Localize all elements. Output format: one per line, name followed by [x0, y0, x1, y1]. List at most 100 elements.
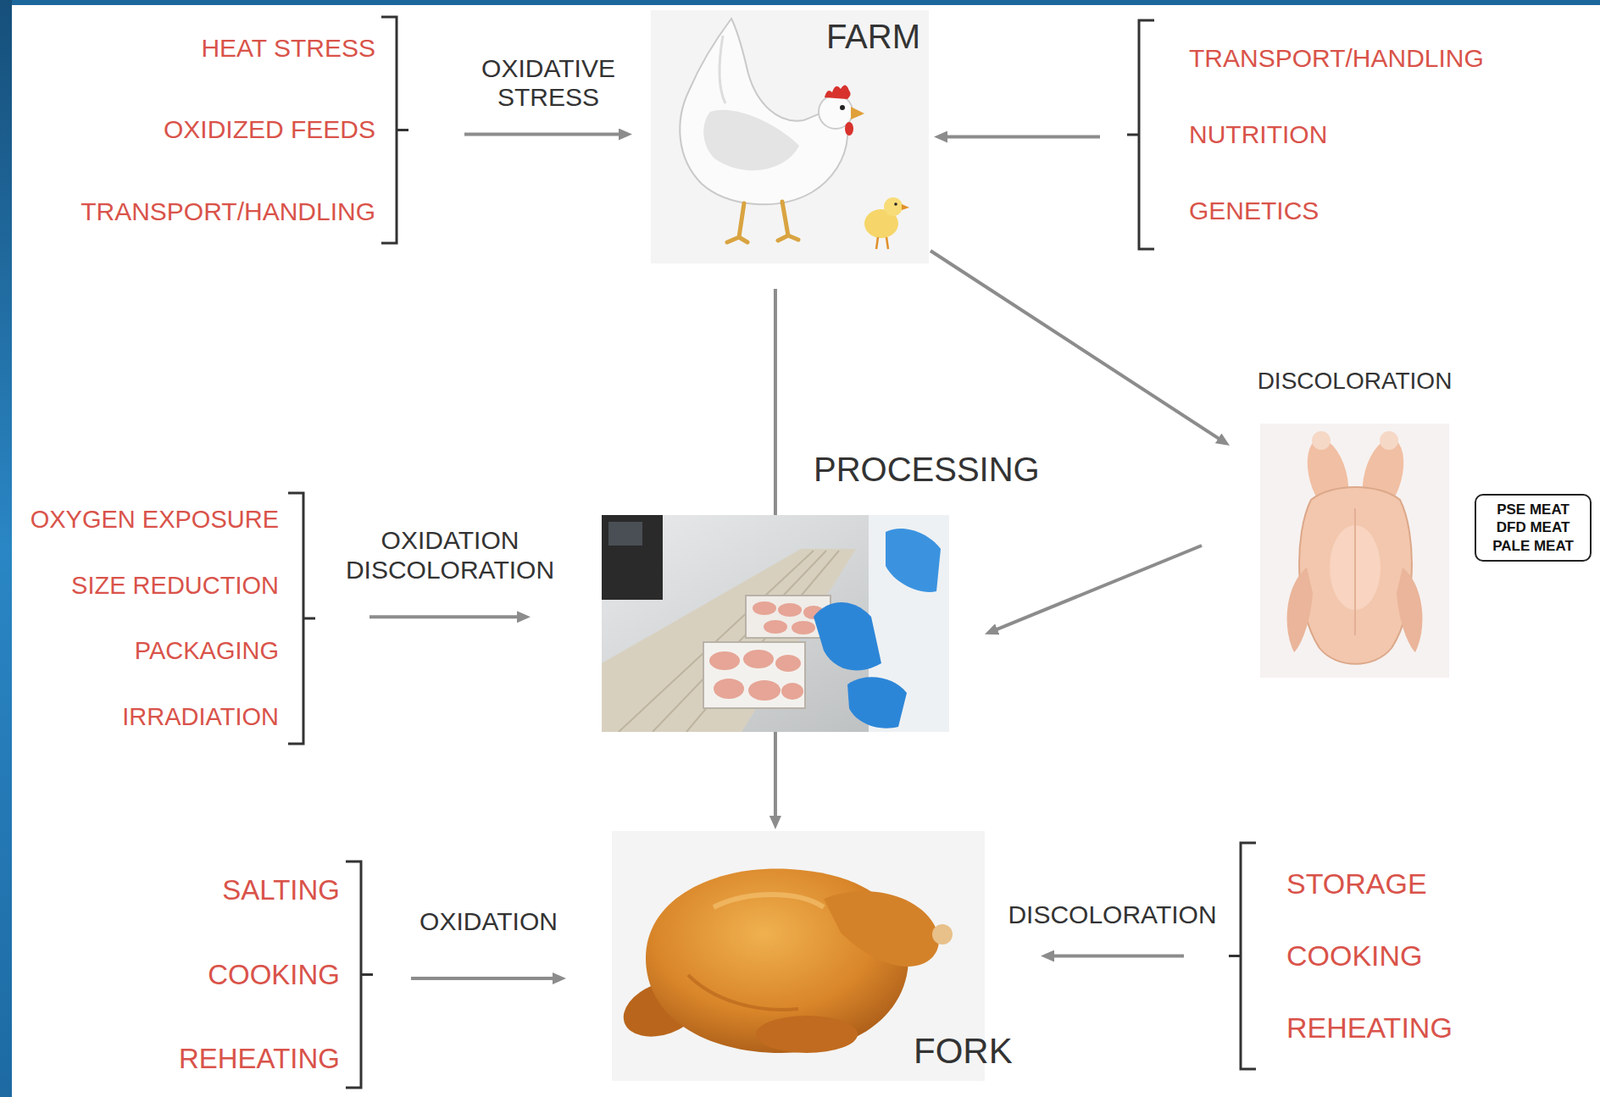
flow-arrow: [946, 135, 1100, 139]
processing-photo-part-part: [777, 603, 802, 617]
meat-type-box: PSE MEAT DFD MEAT PALE MEAT: [1474, 494, 1592, 562]
processing-photo: [601, 515, 950, 733]
processing-photo-part-part: [752, 601, 777, 616]
processing-photo-part-part: [775, 655, 801, 673]
hen-illustration-part: [703, 110, 800, 171]
raw-chicken-photo-part: [1379, 431, 1399, 450]
factor-text: OXIDIZED FEEDS: [163, 115, 376, 145]
meat-type-text: PSE MEAT DFD MEAT PALE MEAT: [1483, 500, 1584, 556]
bracket: [381, 15, 409, 245]
stage-heading: FORK: [913, 1031, 1013, 1073]
bracket-line: [381, 16, 409, 244]
bracket: [345, 860, 373, 1090]
raw-chicken-photo-part: [1396, 567, 1423, 653]
processing-photo-part-part: [652, 550, 827, 733]
raw-chicken-photo-part: [1311, 431, 1331, 450]
roast-chicken-photo-part: [932, 924, 953, 945]
bracket-line: [345, 861, 373, 1089]
fork-picture: FORK: [611, 831, 985, 1082]
bracket: [288, 491, 316, 746]
hen-illustration-part: [883, 197, 903, 217]
processing-photo-part: [601, 515, 950, 733]
processing-photo-part: [601, 549, 856, 733]
bracket-line: [1127, 20, 1155, 250]
factor-group: TRANSPORT/HANDLINGNUTRITIONGENETICS: [1127, 18, 1488, 251]
raw-chicken-photo-part: [1260, 423, 1450, 678]
discoloration-picture: DISCOLORATION: [1260, 423, 1450, 678]
raw-chicken-photo-part: [1287, 567, 1313, 653]
factor-text: COOKING: [207, 959, 340, 992]
processing-photo-part: [709, 650, 804, 701]
stage-heading-holder: DISCOLORATION: [1257, 367, 1453, 395]
hen-illustration-part: [901, 204, 910, 211]
processing-photo-part: [813, 602, 882, 671]
flow-arrow: [930, 250, 1219, 439]
factor-text: SIZE REDUCTION: [71, 572, 279, 600]
factor-text: REHEATING: [1286, 1011, 1453, 1045]
hen-illustration-part: [824, 84, 851, 100]
flow-arrow: [996, 545, 1202, 630]
edge-label: OXIDATION DISCOLORATION: [335, 526, 565, 585]
processing-photo-part-part: [686, 550, 839, 733]
stage-heading-holder: FORK: [913, 1031, 1013, 1073]
edge-label: DISCOLORATION: [994, 900, 1232, 931]
hen-illustration-part: [650, 10, 929, 264]
edge-label: OXIDATION: [404, 907, 574, 938]
factor-text: PACKAGING: [134, 637, 279, 666]
roast-chicken-photo-part: [755, 1016, 858, 1054]
processing-photo-part: [608, 522, 643, 546]
hen-illustration-part: [876, 237, 889, 250]
processing-photo-part-part: [781, 683, 804, 700]
hen-illustration-part: [839, 105, 845, 111]
stage-heading: PROCESSING: [813, 450, 1040, 489]
factor-group: OXYGEN EXPOSURE SIZE REDUCTION PACKAGING IR…: [26, 491, 316, 746]
factor-text: TRANSPORT/HANDLING: [1188, 44, 1484, 74]
roast-chicken-photo-part: [713, 894, 824, 908]
processing-photo-part-part: [713, 678, 745, 700]
roast-chicken-photo-part: [823, 891, 939, 967]
processing-photo-part-part: [791, 621, 816, 635]
slide-border-part: [0, 0, 1600, 6]
edge-label: OXIDATIVE STRESS: [463, 54, 634, 113]
processing-photo-part: [885, 528, 941, 593]
factor-text: OXYGEN EXPOSURE: [30, 505, 279, 534]
factor-text: IRRADIATION: [122, 703, 279, 732]
factor-text: SALTING: [222, 874, 340, 907]
hen-illustration-part: [844, 122, 854, 136]
hen-illustration-part: [719, 35, 726, 104]
raw-chicken-photo-part: [1299, 487, 1412, 665]
flow-arrow: [464, 133, 620, 137]
bracket: [1228, 841, 1256, 1072]
stage-heading: DISCOLORATION: [1257, 367, 1453, 395]
processing-photo-part: [752, 601, 824, 635]
processing-photo-part: [601, 515, 663, 600]
roast-chicken-photo-part: [688, 975, 799, 1011]
flow-arrow: [369, 615, 518, 619]
factor-text: HEAT STRESS: [200, 33, 376, 64]
factor-group: SALTING COOKING REHEATING: [174, 860, 373, 1090]
bracket-line: [1228, 843, 1256, 1070]
stage-heading: FARM: [826, 16, 921, 56]
bracket: [1127, 18, 1155, 251]
factor-group: STORAGECOOKINGREHEATING: [1228, 841, 1456, 1072]
hen-illustration-part: [894, 202, 898, 206]
stage-heading-holder: PROCESSING: [813, 450, 1040, 489]
slide-border-part: [0, 0, 12, 1097]
bracket-line: [288, 493, 316, 745]
farm-picture: FARM: [650, 10, 929, 264]
processing-photo-part-part: [618, 550, 814, 733]
hen-illustration-part: [727, 201, 799, 243]
processing-photo-part-part: [748, 680, 781, 701]
flow-arrow: [411, 977, 554, 981]
processing-picture: PROCESSING: [601, 515, 950, 733]
processing-photo-part-part: [763, 620, 788, 634]
factor-text: REHEATING: [178, 1043, 340, 1076]
hen-illustration-part: [850, 106, 865, 120]
factor-text: NUTRITION: [1188, 120, 1328, 150]
processing-photo-part-part: [709, 651, 740, 671]
factor-group: HEAT STRESSOXIDIZED FEEDSTRANSPORT/HANDL…: [77, 15, 409, 245]
factor-text: STORAGE: [1286, 867, 1428, 901]
processing-photo-part: [847, 677, 907, 728]
processing-photo-part-part: [743, 650, 774, 669]
